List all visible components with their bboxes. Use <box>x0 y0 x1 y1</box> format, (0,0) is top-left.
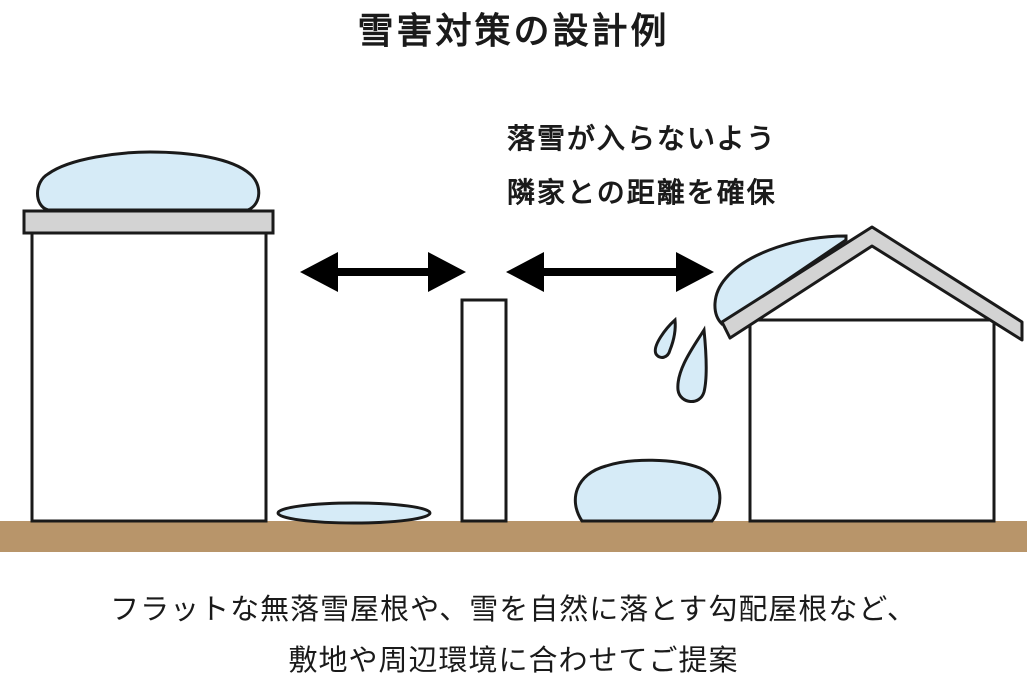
ground-snow-flat <box>276 501 432 525</box>
diagram-title: 雪害対策の設計例 <box>357 11 670 52</box>
flat-roof-building-wall <box>30 231 268 523</box>
falling-snow-drop <box>653 316 677 359</box>
flat-roof-building <box>22 150 275 523</box>
distance-note-line-2: 隣家との距離を確保 <box>507 176 777 209</box>
distance-note-line-1: 落雪が入らないよう <box>507 122 777 155</box>
roof-snow-pile <box>36 150 261 212</box>
snow-design-illustration <box>0 150 1027 552</box>
falling-snow-drops <box>653 316 708 403</box>
sliding-roof-snow <box>713 234 848 326</box>
caption-line-2: 敷地や周辺環境に合わせてご提案 <box>288 643 739 677</box>
sloped-roof-house <box>713 225 1024 523</box>
caption-line-1: フラットな無落雪屋根や、雪を自然に落とす勾配屋根など、 <box>110 592 917 626</box>
distance-arrow-left <box>300 252 466 292</box>
falling-snow-drop <box>676 325 708 403</box>
sloped-roof-house-wall <box>748 318 996 523</box>
flat-roof <box>22 209 275 235</box>
distance-arrow-right <box>506 252 714 292</box>
fence-post <box>460 298 508 523</box>
ground <box>0 521 1027 552</box>
fallen-snow-pile <box>573 458 722 523</box>
sloped-roof <box>720 225 1024 342</box>
